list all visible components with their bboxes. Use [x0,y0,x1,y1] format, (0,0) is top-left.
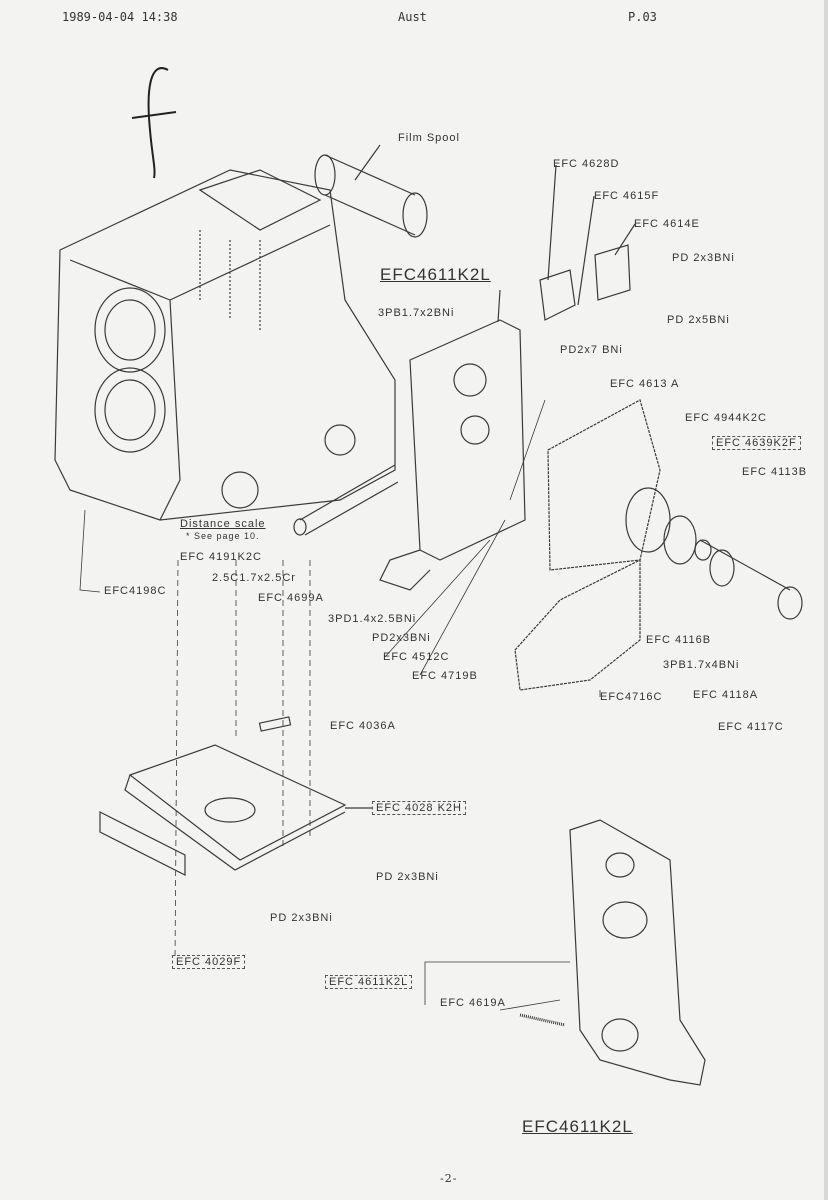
label-efc4615f: EFC 4615F [594,190,660,202]
sheet-edge [824,0,828,1200]
label-efc4699a: EFC 4699A [258,592,324,604]
film-spool-illustration [314,144,428,238]
label-efc4613a: EFC 4613 A [610,378,680,390]
label-efc4117c: EFC 4117C [718,721,784,733]
fax-sender: Aust [398,10,427,24]
label-efc4028k2h: EFC 4028 K2H [372,801,466,815]
label-3pd1-4x2-5: 3PD1.4x2.5BNi [328,613,417,625]
bottom-cover-illustration [99,716,372,876]
back-plate-detail-illustration [519,819,706,1086]
distance-scale-roller-illustration [293,464,399,536]
label-efc4198c: EFC4198C [104,585,167,597]
label-pd2x3-top: PD 2x3BNi [672,252,735,264]
label-efc4611k2l-box: EFC 4611K2L [325,975,413,989]
fax-datetime: 1989-04-04 14:38 [62,10,178,24]
label-film-spool: Film Spool [398,132,460,144]
label-efc4628d: EFC 4628D [553,158,620,170]
label-efc4512c: EFC 4512C [383,651,450,663]
label-pd2x3-mid: PD2x3BNi [372,632,431,644]
label-2-5c1-7x2-5cr: 2.5C1.7x2.5Cr [212,572,296,584]
label-efc4113b: EFC 4113B [742,466,808,478]
label-efc4619a: EFC 4619A [440,997,506,1009]
label-efc4191k2c: EFC 4191K2C [180,551,262,563]
label-3pb1-7x2: 3PB1.7x2BNi [378,307,455,319]
label-efc4716c: EFC4716C [600,691,663,703]
back-plate-illustration [379,289,526,591]
label-see-page: * See page 10. [186,531,260,541]
label-efc4118a: EFC 4118A [693,689,759,701]
hinge-parts-illustration [539,164,636,321]
label-efc4614e: EFC 4614E [634,218,700,230]
label-efc4719b: EFC 4719B [412,670,478,682]
fax-page: P.03 [628,10,657,24]
label-pd2x3-b: PD 2x3BNi [270,912,333,924]
label-efc4611k2l-main: EFC4611K2L [380,265,491,284]
label-efc4944k2c: EFC 4944K2C [685,412,767,424]
handwritten-f-mark [131,67,177,179]
label-distance-scale: Distance scale [180,518,266,530]
leatherette-panels-illustration [514,399,661,691]
label-efc4036a: EFC 4036A [330,720,396,732]
label-pd2x7: PD2x7 BNi [560,344,623,356]
label-efc4639k2f: EFC 4639K2F [712,436,801,450]
page-number: -2- [440,1172,458,1185]
camera-body-illustration [54,169,396,521]
label-efc4116b: EFC 4116B [646,634,712,646]
label-3pb1-7x4: 3PB1.7x4BNi [663,659,740,671]
focus-knob-illustration [625,487,803,620]
leader-lines [79,399,601,1011]
label-pd2x5: PD 2x5BNi [667,314,730,326]
label-efc4029f: EFC 4029F [172,955,246,969]
label-pd2x3-a: PD 2x3BNi [376,871,439,883]
label-efc4611k2l-bottom: EFC4611K2L [522,1117,633,1136]
